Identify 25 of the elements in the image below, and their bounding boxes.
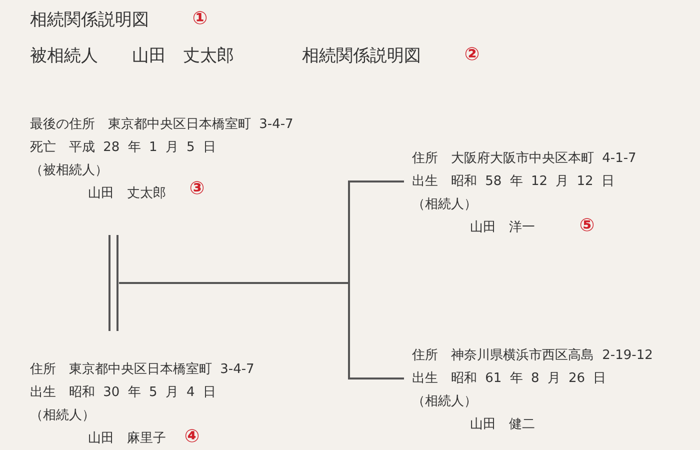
callout-number: ①: [192, 10, 208, 28]
address-text: 住所 大阪府大阪市中央区本町 4-1-7: [412, 150, 636, 168]
title-text: 相続関係説明図: [30, 9, 149, 31]
address-text: 住所 神奈川県横浜市西区高島 2-19-12: [412, 347, 653, 365]
name-text: 山田 丈太郎: [88, 185, 166, 203]
connector-line: [119, 282, 404, 380]
date-text: 出生 昭和 30 年 5 月 4 日: [30, 384, 216, 402]
relation-text: （相続人）: [412, 393, 477, 411]
name-text: 山田 健二: [470, 416, 535, 434]
address-text: 住所 東京都中央区日本橋室町 3-4-7: [30, 361, 254, 379]
date-text: 出生 昭和 58 年 12 月 12 日: [412, 173, 614, 191]
callout-number: ⑤: [579, 217, 595, 235]
heading-text: 相続関係説明図: [302, 45, 421, 67]
callout-number: ④: [184, 428, 200, 446]
callout-number: ②: [464, 46, 480, 64]
relation-text: （被相続人）: [30, 162, 108, 180]
name-text: 山田 麻里子: [88, 430, 166, 448]
callout-number: ③: [189, 180, 205, 198]
name-text: 山田 洋一: [470, 219, 535, 237]
date-text: 死亡 平成 28 年 1 月 5 日: [30, 139, 216, 157]
relation-text: （相続人）: [30, 407, 95, 425]
heading-text: 被相続人 山田 丈太郎: [30, 45, 234, 67]
address-text: 最後の住所 東京都中央区日本橋室町 3-4-7: [30, 116, 294, 134]
date-text: 出生 昭和 61 年 8 月 26 日: [412, 370, 606, 388]
relation-text: （相続人）: [412, 196, 477, 214]
